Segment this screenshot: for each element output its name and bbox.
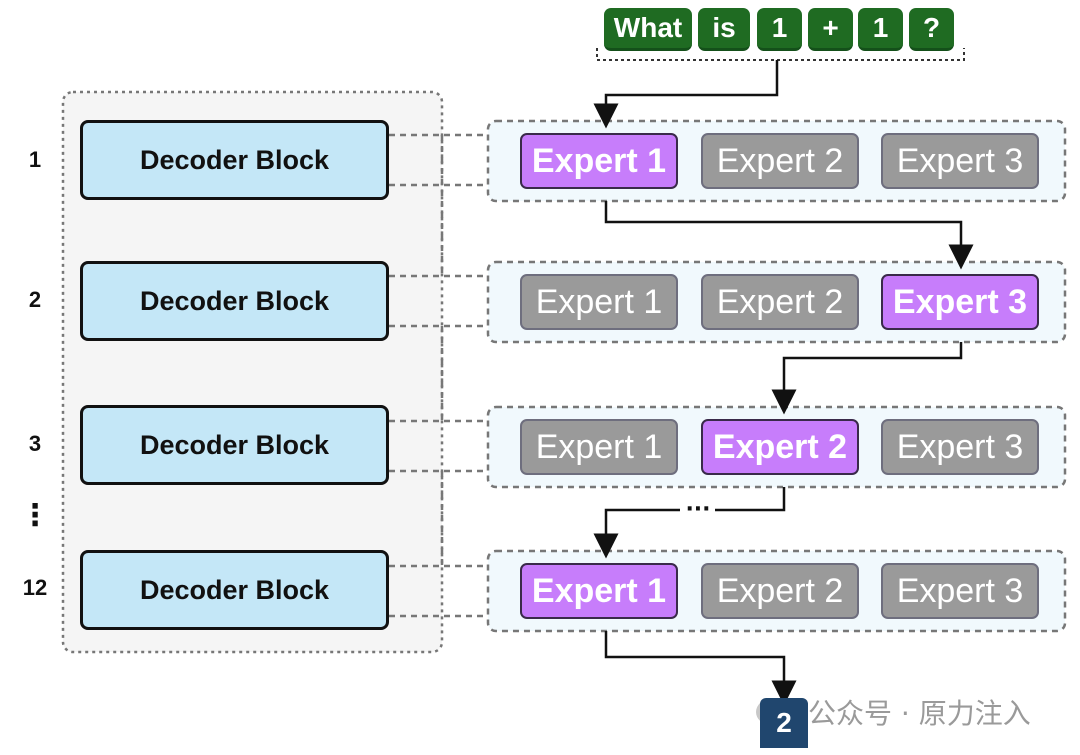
layer-label-12: 12 bbox=[22, 575, 48, 600]
layer-2-expert-2: Expert 2 bbox=[701, 274, 859, 330]
layer-label-3: 3 bbox=[28, 431, 42, 456]
decoder-block-1: Decoder Block bbox=[80, 120, 389, 200]
layer-label-2: 2 bbox=[28, 287, 42, 312]
route-2-3-arrow bbox=[771, 342, 963, 415]
decoder-block-2: Decoder Block bbox=[80, 261, 389, 341]
route-1-2-arrow bbox=[604, 201, 974, 270]
input-token-is: is bbox=[698, 8, 750, 51]
route-3-12-arrow-a bbox=[715, 487, 786, 512]
layer-12-expert-1: Expert 1 bbox=[520, 563, 678, 619]
layer-label-1: 1 bbox=[28, 147, 42, 172]
input-token-1a: 1 bbox=[757, 8, 802, 51]
layer-3-expert-3: Expert 3 bbox=[881, 419, 1039, 475]
layer-ellipsis: ⋮ bbox=[20, 499, 50, 532]
layer-3-expert-2: Expert 2 bbox=[701, 419, 859, 475]
layer-2-expert-1: Expert 1 bbox=[520, 274, 678, 330]
token-bracket bbox=[596, 48, 965, 61]
route-3-12-arrow-b bbox=[593, 508, 680, 559]
route-input-arrow bbox=[593, 60, 779, 129]
layer-1-expert-2: Expert 2 bbox=[701, 133, 859, 189]
input-token-question: ? bbox=[909, 8, 954, 51]
decoder-block-12: Decoder Block bbox=[80, 550, 389, 630]
input-token-what: What bbox=[604, 8, 692, 51]
layer-12-expert-3: Expert 3 bbox=[881, 563, 1039, 619]
layer-1-expert-3: Expert 3 bbox=[881, 133, 1039, 189]
input-token-1b: 1 bbox=[858, 8, 903, 51]
decoder-block-3: Decoder Block bbox=[80, 405, 389, 485]
input-token-plus: + bbox=[808, 8, 853, 51]
route-ellipsis: ··· bbox=[685, 497, 710, 522]
layer-3-expert-1: Expert 1 bbox=[520, 419, 678, 475]
output-token: 2 bbox=[760, 698, 808, 748]
layer-2-expert-3: Expert 3 bbox=[881, 274, 1039, 330]
watermark-text: 公众号 · 原力注入 bbox=[808, 697, 1031, 730]
layer-12-expert-2: Expert 2 bbox=[701, 563, 859, 619]
route-output-arrow bbox=[604, 631, 797, 706]
layer-1-expert-1: Expert 1 bbox=[520, 133, 678, 189]
